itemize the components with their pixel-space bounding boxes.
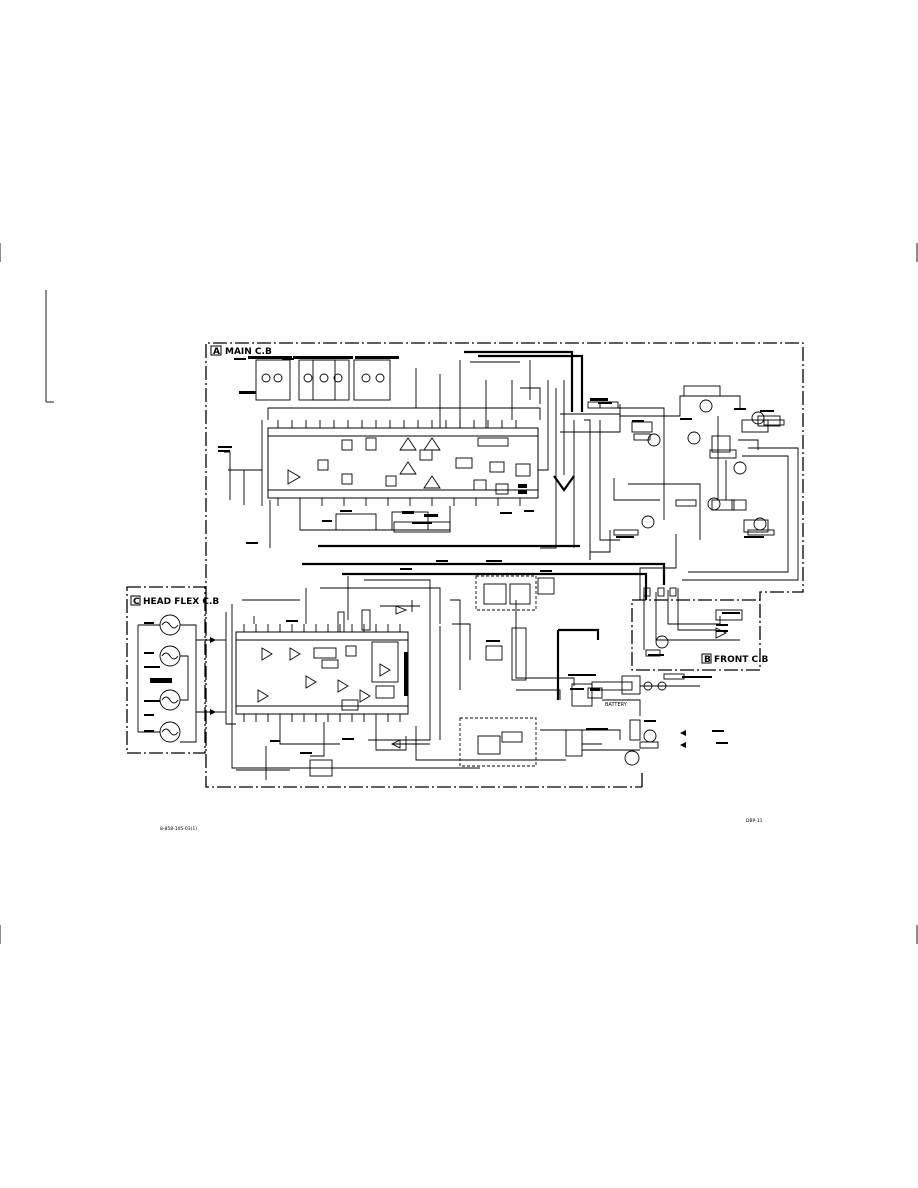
front-board-letter: B <box>704 655 711 665</box>
head-flex-board-letter: C <box>133 597 140 607</box>
main-board-frame: A MAIN C.B <box>205 342 804 788</box>
battery-label: BATTERY <box>605 702 628 708</box>
head-flex-board-frame: C HEAD FLEX C.B <box>126 586 219 754</box>
upper-wiring <box>224 360 549 548</box>
transistor-section <box>587 385 799 600</box>
lower-wiring <box>216 576 540 780</box>
main-ic-upper <box>267 420 539 506</box>
model-note: 8-858-105-03(1) <box>160 826 197 832</box>
front-board-contents <box>643 587 743 657</box>
heavy-bus-lines <box>302 350 666 700</box>
tape-heads <box>137 614 216 743</box>
main-ic-lower <box>235 609 409 722</box>
page-reference: DBP-11 <box>746 818 763 824</box>
component-designators <box>144 357 774 754</box>
main-board-title: MAIN C.B <box>225 347 272 357</box>
ic-pins-top <box>277 420 517 428</box>
registration-marks <box>0 243 918 944</box>
front-board-frame: B FRONT C.B <box>631 599 769 671</box>
coil-packs <box>239 356 399 401</box>
switch-blocks <box>459 575 641 767</box>
ic-pins-bottom <box>277 498 521 506</box>
power-section <box>591 673 700 766</box>
lower-ic-pins <box>243 624 401 722</box>
head-flex-board-title: HEAD FLEX C.B <box>143 597 219 607</box>
text-labels: BATTERY DBP-11 8-858-105-03(1) <box>160 702 763 832</box>
front-board-title: FRONT C.B <box>714 655 769 665</box>
main-board-letter: A <box>213 347 220 357</box>
